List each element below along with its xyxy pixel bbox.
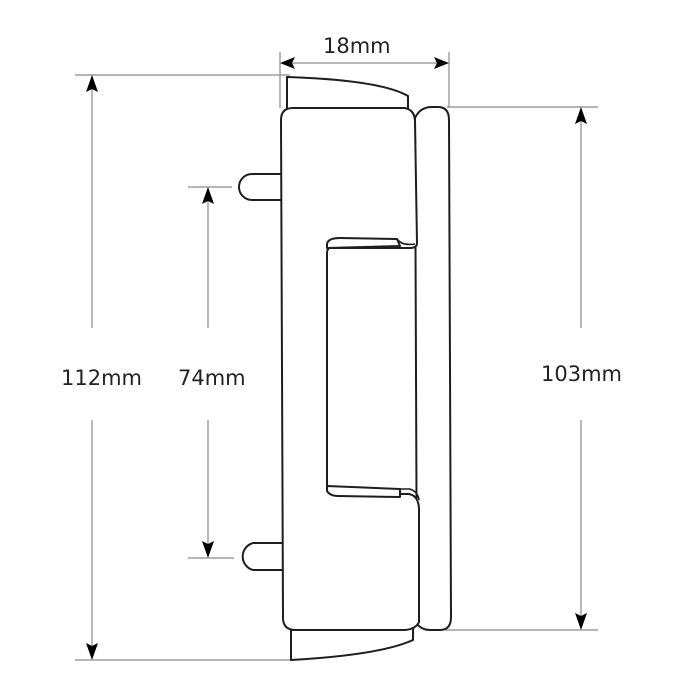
channel-top-lip-edge (396, 238, 416, 246)
arrow-down-icon (575, 613, 587, 630)
channel-bottom-lip-edge (400, 488, 420, 501)
arrow-up-icon (575, 107, 587, 124)
arrow-down-icon (202, 541, 214, 558)
arrow-down-icon (86, 643, 98, 660)
channel-bottom-lip (326, 485, 401, 498)
lower-pin (241, 542, 283, 571)
bottom-cap (290, 627, 414, 661)
arrow-left-icon (280, 57, 295, 69)
dimension-overall-height-label: 112mm (61, 366, 142, 390)
dimension-pin-spacing-label: 74mm (178, 366, 246, 390)
channel-top-lip (326, 237, 401, 249)
arrow-up-icon (86, 75, 98, 92)
main-body (280, 107, 420, 631)
top-cap (286, 76, 409, 111)
arrow-up-icon (202, 187, 214, 204)
knuckle-strip (414, 106, 452, 631)
arrow-right-icon (434, 57, 449, 69)
dimension-body-height-label: 103mm (541, 362, 622, 386)
upper-pin (238, 173, 283, 201)
dimension-width-label: 18mm (323, 34, 391, 58)
